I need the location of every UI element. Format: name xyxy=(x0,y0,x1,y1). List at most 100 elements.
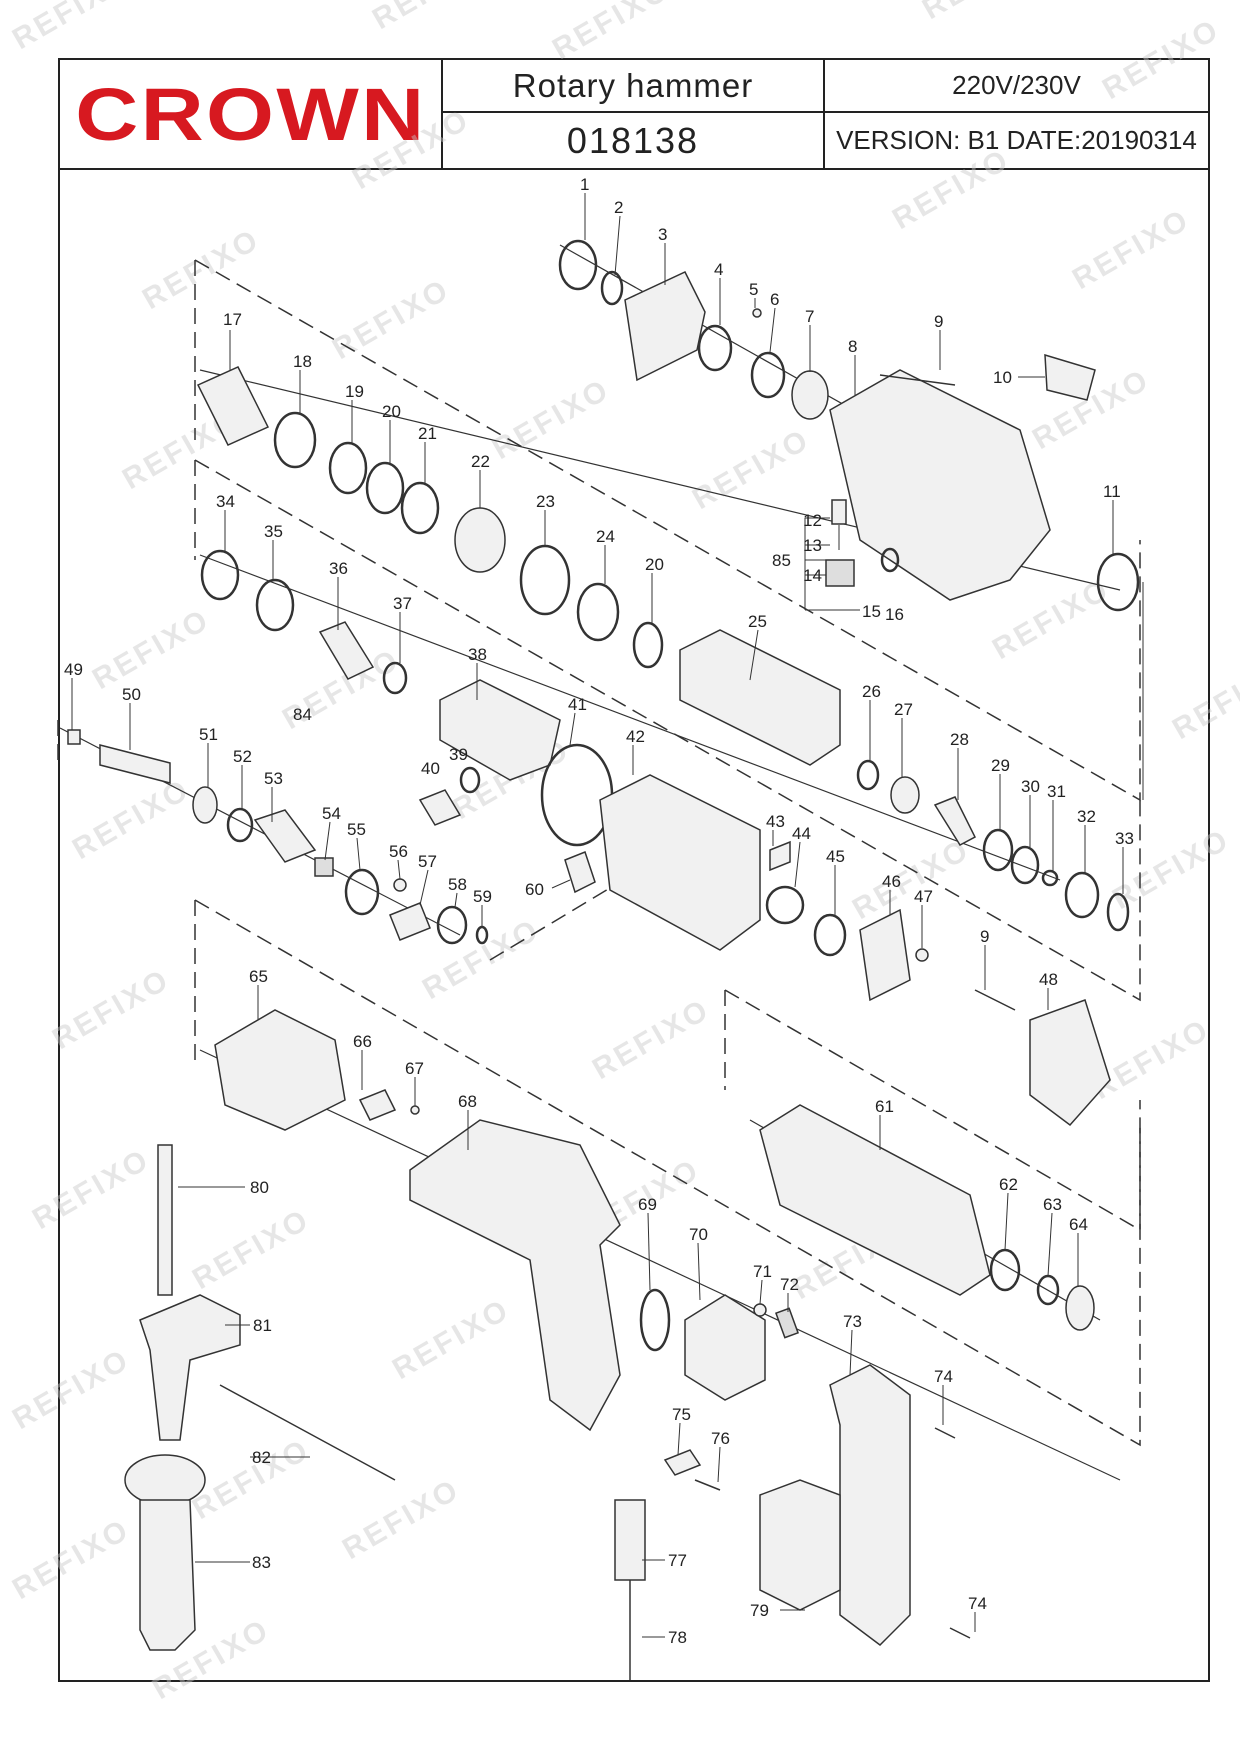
callout-29: 29 xyxy=(991,756,1010,775)
callout-46: 46 xyxy=(882,872,901,891)
part-28-striker xyxy=(933,796,976,846)
part-21-ring xyxy=(400,481,440,535)
part-9b-screw xyxy=(974,989,1016,1011)
watermark-text: REFIXO xyxy=(27,1143,156,1236)
callout-34: 34 xyxy=(216,492,235,511)
callout-6: 6 xyxy=(770,290,779,309)
part-71-screw xyxy=(753,1303,767,1317)
part-23-gear xyxy=(519,544,571,616)
watermark-text: REFIXO xyxy=(987,573,1116,666)
part-8-gear-housing xyxy=(829,369,1051,601)
part-43-pin xyxy=(769,840,791,872)
part-5-ball xyxy=(752,308,762,318)
callout-33: 33 xyxy=(1115,829,1134,848)
callout-72: 72 xyxy=(780,1275,799,1294)
callout-20b: 20 xyxy=(645,555,664,574)
part-67-screw xyxy=(410,1105,420,1115)
part-45-bearing xyxy=(813,913,847,957)
part-65-stator xyxy=(214,1009,346,1131)
callout-81: 81 xyxy=(253,1316,272,1335)
part-22-clutch xyxy=(454,507,506,573)
callout-labels: 1 2 3 4 5 6 7 8 9 10 11 12 13 14 15 16 1… xyxy=(64,175,1134,1647)
leader-lines xyxy=(71,193,1144,1638)
callout-64: 64 xyxy=(1069,1215,1088,1234)
callout-41: 41 xyxy=(568,695,587,714)
part-12-brush xyxy=(831,499,847,525)
callout-65: 65 xyxy=(249,967,268,986)
callout-48: 48 xyxy=(1039,970,1058,989)
callout-19: 19 xyxy=(345,382,364,401)
part-27-piston xyxy=(890,776,920,814)
part-9-screw xyxy=(879,374,956,386)
callout-70: 70 xyxy=(689,1225,708,1244)
watermark-text: REFIXO xyxy=(547,0,676,66)
group-boundaries xyxy=(57,259,1141,1447)
callout-77: 77 xyxy=(668,1551,687,1570)
callout-80: 80 xyxy=(250,1178,269,1197)
part-47-screw xyxy=(915,948,929,962)
callout-42: 42 xyxy=(626,727,645,746)
callout-85: 85 xyxy=(772,551,791,570)
part-31-oring xyxy=(1041,869,1059,887)
watermark-text: REFIXO xyxy=(387,1293,516,1386)
callout-59: 59 xyxy=(473,887,492,906)
callout-7: 7 xyxy=(805,307,814,326)
watermark-text: REFIXO xyxy=(87,603,216,696)
callout-40: 40 xyxy=(421,759,440,778)
callout-78: 78 xyxy=(668,1628,687,1647)
callout-22: 22 xyxy=(471,452,490,471)
part-10-label xyxy=(1044,353,1096,401)
watermark-text: REFIXO xyxy=(337,1473,466,1566)
part-20-ring xyxy=(365,461,405,515)
watermark-text: REFIXO xyxy=(587,993,716,1086)
part-38-crank xyxy=(439,679,561,781)
part-29-bearing xyxy=(982,828,1014,872)
callout-57: 57 xyxy=(418,852,437,871)
callout-5: 5 xyxy=(749,280,758,299)
callout-74b: 74 xyxy=(968,1594,987,1613)
watermark-text: REFIXO xyxy=(847,833,976,926)
part-16-ring xyxy=(880,547,900,573)
part-32-bearing xyxy=(1064,871,1100,919)
callout-25: 25 xyxy=(748,612,767,631)
callout-71: 71 xyxy=(753,1262,772,1281)
callout-28: 28 xyxy=(950,730,969,749)
callout-49: 49 xyxy=(64,660,83,679)
voltage-rating: 220V/230V xyxy=(825,60,1208,113)
callout-63: 63 xyxy=(1043,1195,1062,1214)
part-3-sleeve xyxy=(624,271,706,382)
model-number: 018138 xyxy=(443,113,825,168)
part-70-brush-holder xyxy=(684,1294,766,1401)
part-75-clamp xyxy=(663,1449,702,1476)
callout-58: 58 xyxy=(448,875,467,894)
watermark-text: REFIXO xyxy=(347,103,476,196)
crown-logo: CROWN xyxy=(74,72,427,156)
callout-21: 21 xyxy=(418,424,437,443)
part-49-cap xyxy=(67,729,81,745)
part-50-spindle xyxy=(99,744,171,784)
part-36-connector xyxy=(318,621,375,680)
logo-cell: CROWN xyxy=(60,60,443,168)
title-block: CROWN Rotary hammer 018138 220V/230V VER… xyxy=(60,60,1208,170)
callout-31: 31 xyxy=(1047,782,1066,801)
part-66-terminal xyxy=(358,1089,397,1121)
callout-74: 74 xyxy=(934,1367,953,1386)
part-79-switch xyxy=(759,1479,841,1611)
callout-53: 53 xyxy=(264,769,283,788)
callout-36: 36 xyxy=(329,559,348,578)
part-61-armature xyxy=(759,1104,991,1296)
watermark-text: REFIXO xyxy=(1067,203,1196,296)
part-17-sleeve xyxy=(196,366,270,446)
part-83-flange xyxy=(124,1454,206,1506)
callout-14: 14 xyxy=(803,566,822,585)
part-64-fan xyxy=(1065,1285,1095,1331)
part-76-screw xyxy=(694,1479,721,1491)
watermark-text: REFIXO xyxy=(7,1343,136,1436)
watermark-text: REFIXO xyxy=(367,0,496,36)
watermark-text: REFIXO xyxy=(187,1433,316,1526)
callout-26: 26 xyxy=(862,682,881,701)
part-52-bearing xyxy=(226,807,254,843)
callout-17: 17 xyxy=(223,310,242,329)
callout-30: 30 xyxy=(1021,777,1040,796)
callout-3: 3 xyxy=(658,225,667,244)
